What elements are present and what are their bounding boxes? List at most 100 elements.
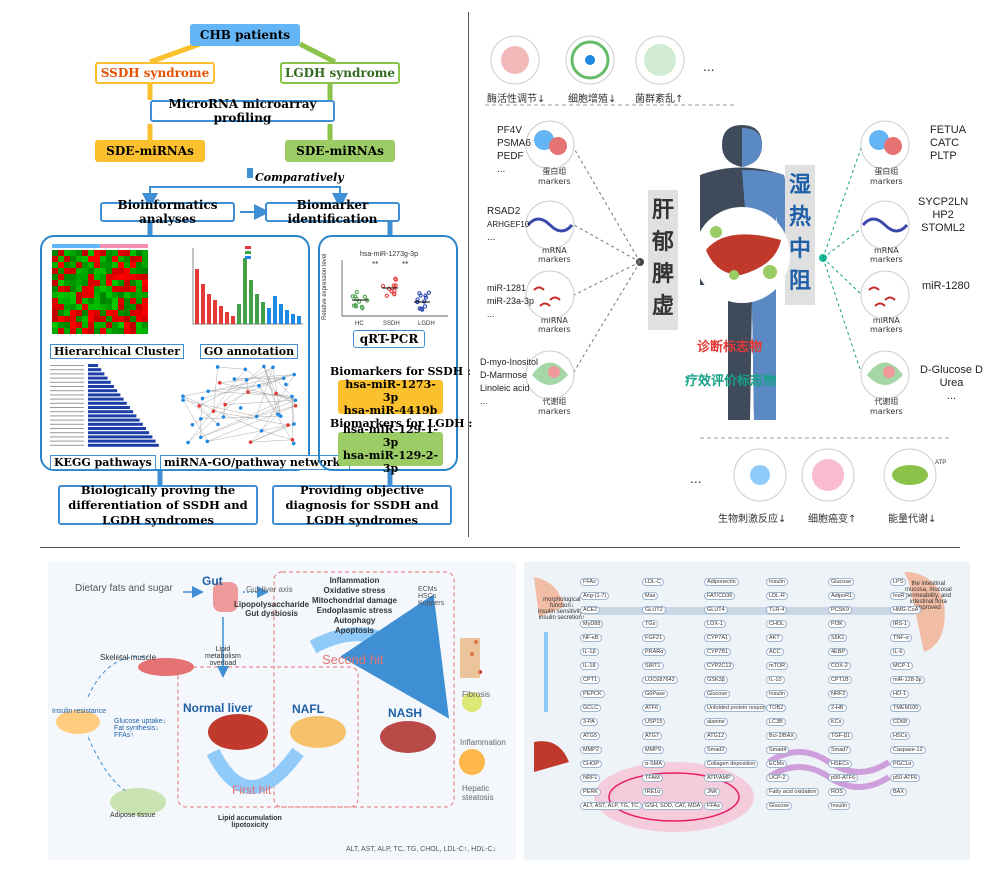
marker-pltp: PLTP (930, 150, 957, 162)
pathway-node: α-SMA (642, 760, 665, 768)
left-syndrome-char-1: 肝 (651, 198, 674, 223)
left-syndrome-char-2: 郁 (651, 230, 674, 255)
pathway-node: KCs (828, 718, 845, 726)
marker-ellipsis-3: ... (487, 309, 495, 319)
pathway-node: NRF2 (828, 690, 849, 698)
pathway-node: MMP2 (580, 746, 602, 754)
fibrosis-label: Fibrosis (462, 690, 491, 699)
left-mirna-names: miR-1281 miR-23a-3p ... (487, 282, 534, 321)
pathway-node: LDL-R (766, 592, 788, 600)
sig-2: ** (402, 260, 409, 269)
right-mirna-names: miR-1280 (922, 280, 970, 293)
normal-liver-label: Normal liver (183, 701, 253, 715)
hepatic-steatosis-label: Hepatic steatosis (462, 784, 494, 802)
marker-sycp2ln: SYCP2LN (918, 196, 969, 208)
top-right-graphics (485, 35, 950, 502)
pathway-node: G6Pase (642, 690, 668, 698)
pathway-node: GSH, SOD, CAT, MDA (642, 802, 704, 810)
top-label-1: 酶活性调节↓ (487, 94, 546, 105)
qrt-dot-plot (341, 260, 448, 317)
pathway-node: PERK (580, 788, 601, 796)
marker-mir1280: miR-1280 (922, 280, 970, 292)
pathway-node: ATP/AMP (704, 774, 734, 782)
group-ssdh: SSDH (383, 321, 400, 327)
ssdh-biomarker-2: hsa-miR-4419b (343, 403, 438, 417)
right-syndrome-char-3: 中 (788, 237, 811, 262)
pathway-node: TMEM100 (890, 704, 922, 712)
bm-lgdh-title: Biomarkers for LGDH : (330, 417, 473, 430)
bottom-label-3: 能量代谢↓ (888, 514, 937, 525)
glucose-uptake-label: Glucose uptake↓ Fat synthesis↓ FFAs↑ (114, 718, 167, 739)
pathway-node: COX-2 (828, 662, 851, 670)
right-syndrome-char-4: 阻 (788, 269, 811, 294)
pathway-node: CYP2C12 (704, 662, 735, 670)
marker-pedf: PEDF (497, 151, 524, 162)
pathway-node: p90-ATF6 (828, 774, 859, 782)
ssdh-biomarker-1: hsa-miR-1273-3p (345, 377, 436, 404)
skeletal-muscle-label: Skeletal muscle (100, 653, 157, 662)
marker-glucose: D-Glucose D (920, 364, 983, 376)
marker-pf4v: PF4V (497, 125, 523, 136)
pathway-node: Glucose (828, 578, 855, 586)
conclusion-right-box: Providing objective diagnosis for SSDH a… (272, 482, 452, 527)
ecms-label: ECMs HSCs Kuppers (418, 586, 445, 607)
pathway-node: PI3K (828, 620, 846, 628)
pathway-node: PGC1α (890, 760, 915, 768)
qrt-pcr-label-box: qRT-PCR (353, 330, 425, 348)
pathway-node: Fatty acid oxidation (766, 788, 820, 796)
left-mrna-names: RSAD2 ARHGEF10 ... (487, 205, 529, 244)
pathway-node: GCLC (580, 704, 602, 712)
pathway-node: 2-HB (828, 704, 847, 712)
insulin-resistance-label: Insulin resistance (52, 708, 107, 715)
sig-1: ** (372, 260, 379, 269)
right-mirna-label: miRNA markers (870, 316, 903, 334)
pathway-node: Adiponectin (704, 578, 739, 586)
pathway-node: FFAs (704, 802, 723, 810)
pathway-node: UCP-2 (766, 774, 789, 782)
pathway-node: Insulin (766, 690, 788, 698)
pathway-node: ROS (828, 788, 846, 796)
marker-linoleic: Linoleic acid (480, 383, 530, 393)
lgdh-biomarker-1: hsa-miR-129-1-3p (342, 423, 439, 449)
pathway-node: HSCs (890, 732, 911, 740)
gut-label: Gut (202, 574, 223, 588)
lipid-overload-label: Lipid metabolism overload (205, 646, 241, 667)
kegg-pathways-label: KEGG pathways (50, 455, 156, 470)
marker-ellipsis-1: ... (497, 164, 506, 175)
marker-marmose: D-Marmose (480, 370, 528, 380)
pathway-node: Insulin (766, 578, 788, 586)
pathway-node: MyD88 (580, 620, 604, 628)
conclusion-left-box: Biologically proving the differentiation… (58, 483, 258, 527)
conclusion-right: Providing objective diagnosis for SSDH a… (285, 482, 439, 527)
pathway-node: CYP7B1 (704, 648, 732, 656)
pathway-node: miR-128-3p (890, 676, 925, 684)
group-hc: HC (355, 321, 364, 327)
pathway-node: Unfolded protein response (704, 704, 766, 712)
marker-inositol: D-myo-Inositol (480, 357, 539, 367)
vertical-divider (468, 12, 469, 537)
pathway-node: GLUT2 (642, 606, 666, 614)
inflammation-label: Inflammation (460, 738, 506, 747)
adipose-label: Adipose tissue (110, 812, 156, 819)
pathway-node: PCSK9 (828, 606, 853, 614)
pathway-node: TNF-α (890, 634, 912, 642)
top-ellipsis: ... (703, 58, 715, 74)
bioinfo-label: Bioinformatics analyses (117, 198, 218, 226)
lgdh-label: LGDH syndrome (284, 66, 396, 80)
pathway-node: IL-10 (766, 676, 785, 684)
biomarker-id-box: Biomarker identification (265, 198, 400, 226)
pathway-node: FGF21 (642, 634, 666, 642)
pathway-node: LOC687642 (642, 676, 678, 684)
sde-mirnas-right: SDE-miRNAs (285, 140, 395, 162)
biomarker-id-label: Biomarker identification (287, 198, 378, 226)
bm-ssdh-title: Biomarkers for SSDH : (330, 365, 471, 378)
marker-psma6: PSMA6 (497, 138, 531, 149)
pathway-node: CHOL (766, 620, 788, 628)
pathway-node: PEPCK (580, 690, 605, 698)
right-metab-label: 代谢组 markers (870, 397, 903, 416)
left-metab-names: D-myo-Inositol D-Marmose Linoleic acid .… (480, 356, 538, 408)
right-syndrome-char-2: 热 (788, 205, 811, 230)
right-syndrome-text: 湿 热 中 阻 (785, 170, 815, 298)
pathway-node: CHOP (580, 760, 602, 768)
pathway-node: HO-1 (890, 690, 910, 698)
